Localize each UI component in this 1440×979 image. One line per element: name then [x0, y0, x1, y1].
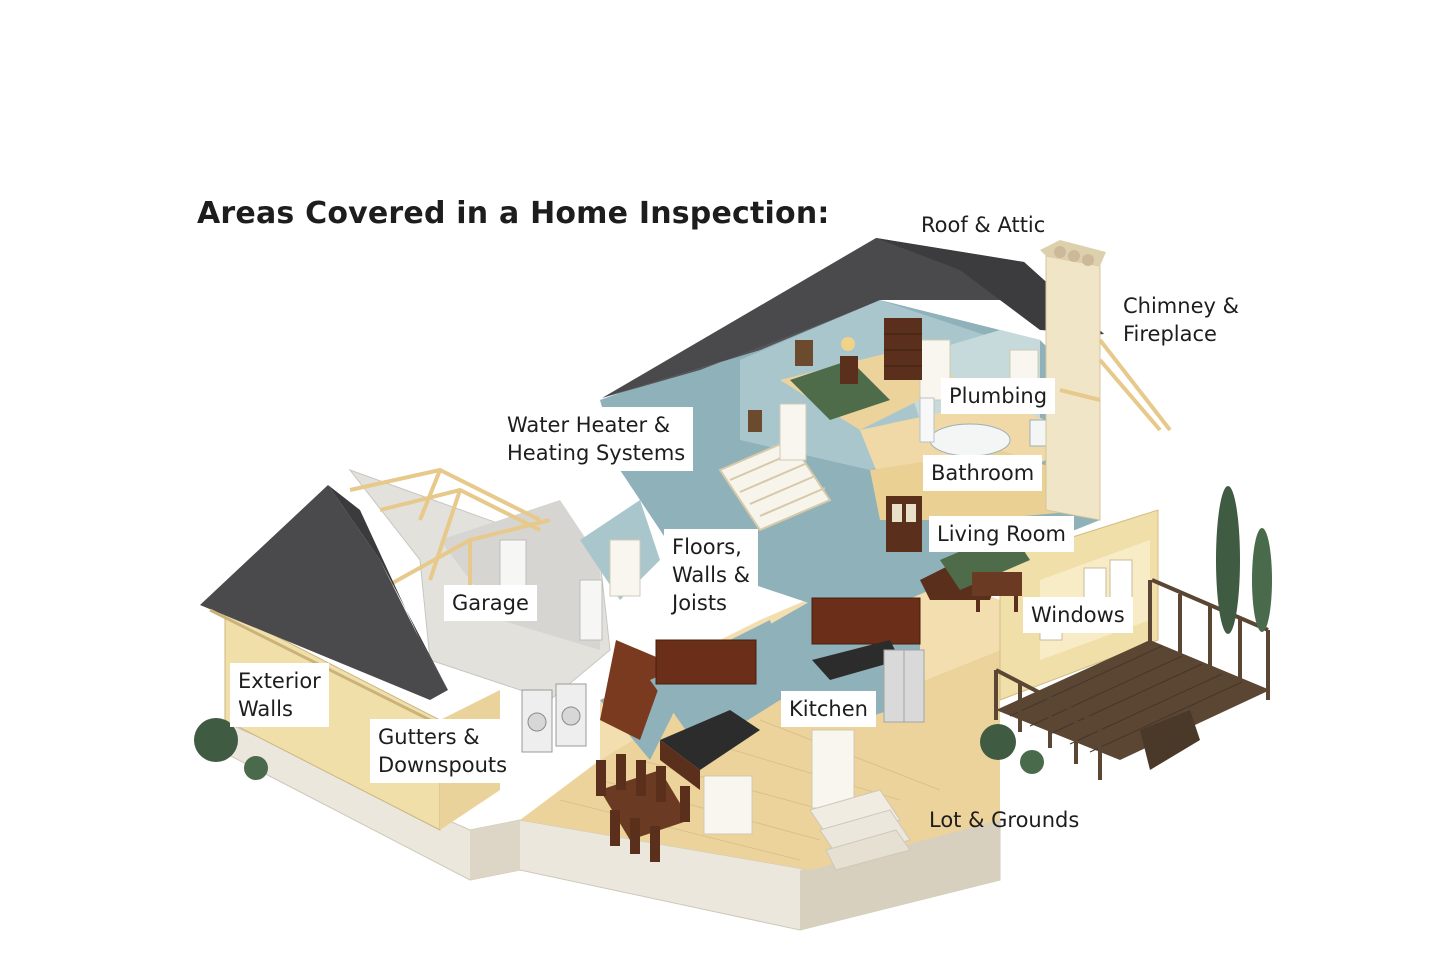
label-plumbing: Plumbing	[941, 378, 1056, 414]
label-garage: Garage	[444, 585, 537, 621]
label-gutters-downspouts: Gutters & Downspouts	[370, 719, 516, 783]
chimney	[1040, 240, 1172, 521]
label-chimney-fireplace: Chimney & Fireplace	[1123, 294, 1239, 346]
washer-dryer	[521, 683, 587, 753]
label-windows: Windows	[1023, 597, 1133, 633]
page-title: Areas Covered in a Home Inspection:	[197, 196, 830, 231]
label-kitchen: Kitchen	[781, 691, 876, 727]
front-steps	[809, 789, 911, 871]
label-roof-attic: Roof & Attic	[921, 213, 1046, 237]
label-living-room: Living Room	[929, 516, 1074, 552]
label-bathroom: Bathroom	[923, 455, 1043, 491]
label-floors-walls-joists: Floors, Walls & Joists	[664, 529, 758, 621]
label-water-heater: Water Heater & Heating Systems	[499, 407, 694, 471]
landscaping	[194, 486, 1272, 780]
dining-set	[596, 754, 753, 862]
label-exterior-walls: Exterior Walls	[230, 663, 329, 727]
deck	[994, 578, 1270, 780]
label-lot-grounds: Lot & Grounds	[929, 808, 1080, 832]
